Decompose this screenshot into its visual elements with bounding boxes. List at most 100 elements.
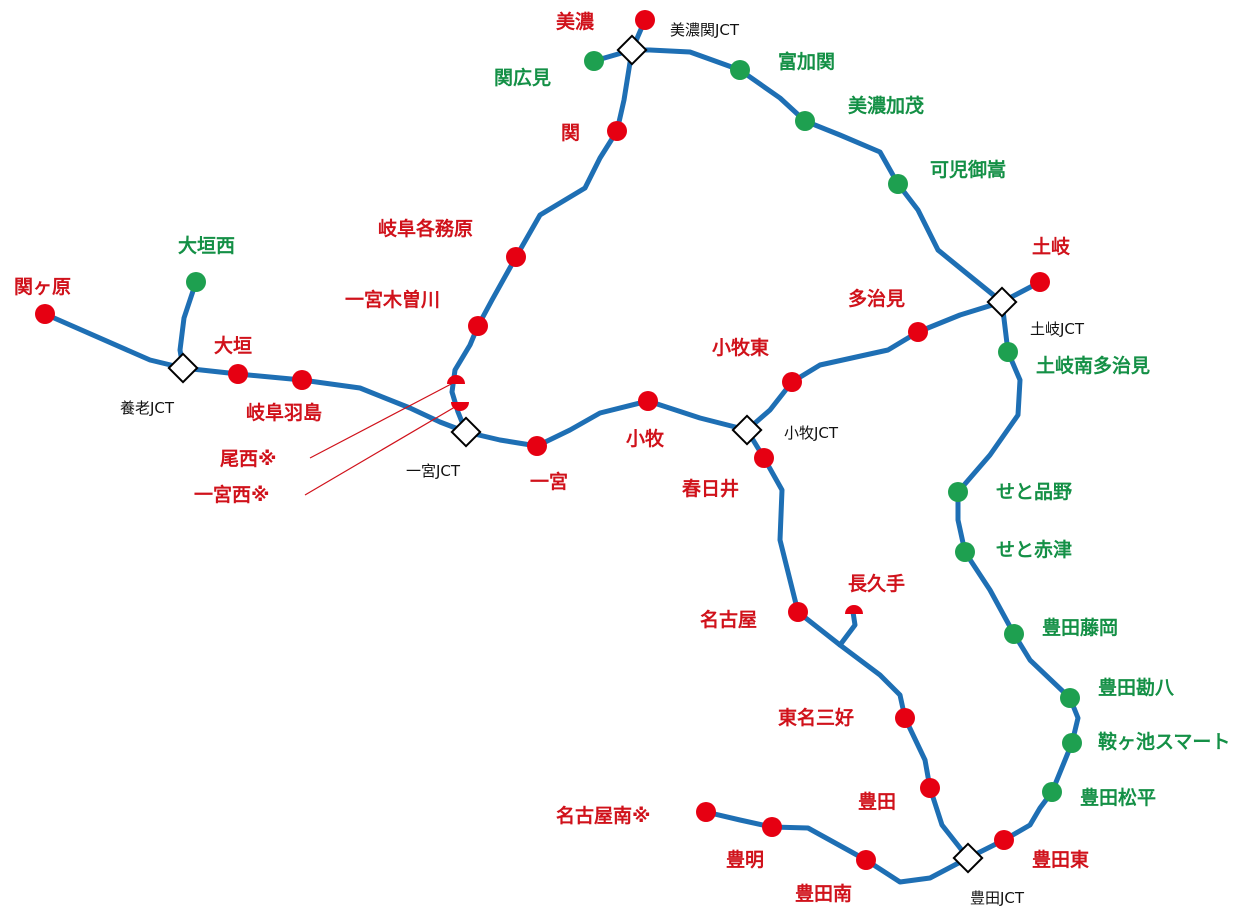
ic-label-toyotaminami: 豊田南 <box>795 882 852 905</box>
ic-label-ogaki: 大垣 <box>214 334 252 357</box>
ic-label-nagoya: 名古屋 <box>700 608 757 631</box>
ic-dot-nagoya <box>788 602 808 622</box>
ic-dot-ogaki <box>228 364 248 384</box>
bisai-marker <box>447 375 465 384</box>
jct-marker-komaki <box>731 414 763 446</box>
ic-dot-komakihigashi <box>782 372 802 392</box>
ic-dot-setoshinano <box>948 482 968 502</box>
ic-dot-toyotahigashi <box>994 830 1014 850</box>
ic-label-ogakinishi: 大垣西 <box>178 234 235 257</box>
ic-dot-tomika <box>730 60 750 80</box>
ic-dot-toyoake <box>762 817 782 837</box>
ic-label-nagakute: 長久手 <box>848 572 905 595</box>
jct-label-ichinomiya: 一宮JCT <box>406 462 461 480</box>
ic-label-tomeimiyoshi: 東名三好 <box>778 706 854 729</box>
ic-label-sekigahara: 関ヶ原 <box>14 276 71 298</box>
ic-label-tomika: 富加関 <box>778 50 835 73</box>
ic-dot-toki <box>1030 272 1050 292</box>
ic-label-toki: 土岐 <box>1032 236 1071 258</box>
callout-ichinomiyanishi <box>304 403 461 496</box>
junction-markers <box>167 34 1018 874</box>
jct-marker-toki <box>986 286 1018 318</box>
ic-dot-kani <box>888 174 908 194</box>
ic-dot-toyotaminami <box>856 850 876 870</box>
ic-label-bisai: 尾西※ <box>220 448 276 470</box>
ic-label-mino: 美濃 <box>556 10 595 33</box>
ic-dot-mino <box>635 10 655 30</box>
jct-marker-yoro <box>167 352 199 384</box>
ic-label-ichinomiyakisogawa: 一宮木曽川 <box>345 288 440 311</box>
ic-dot-gifukakamigahara <box>506 247 526 267</box>
ic-dot-setoakazu <box>955 542 975 562</box>
ic-label-gifuhashima: 岐阜羽島 <box>246 401 322 424</box>
callout-lines <box>304 381 461 496</box>
route-nagakute-spur <box>837 609 858 648</box>
ic-dot-ichinomiya <box>527 436 547 456</box>
jct-label-toki: 土岐JCT <box>1030 320 1085 338</box>
ic-dot-kasugai <box>754 448 774 468</box>
route-isewangan <box>703 809 971 885</box>
ic-dot-kuragaike <box>1062 733 1082 753</box>
ic-label-toyotakanpachi: 豊田勘八 <box>1098 676 1175 699</box>
ic-dot-minokamo <box>795 111 815 131</box>
route-tokai-kanjo-south <box>955 299 1081 861</box>
jct-label-yoro: 養老JCT <box>120 399 175 417</box>
ic-dot-toyotamatsudaira <box>1042 782 1062 802</box>
green-ic-labels: 大垣西 関広見 富加関 美濃加茂 可児御嵩 土岐南多治見 せと品野 せと赤津 豊… <box>178 50 1230 809</box>
ic-label-minokamo: 美濃加茂 <box>848 94 924 117</box>
ic-label-setoshinano: せと品野 <box>996 481 1072 503</box>
ic-label-toyoake: 豊明 <box>726 848 764 871</box>
ic-dot-sekigahara <box>35 304 55 324</box>
red-ic-labels: 関ヶ原 大垣 岐阜羽島 一宮 小牧 春日井 小牧東 多治見 土岐 一宮木曽川 岐… <box>14 10 1089 905</box>
ic-label-gifukakamigahara: 岐阜各務原 <box>378 217 473 240</box>
ic-label-setoakazu: せと赤津 <box>996 538 1072 561</box>
ic-label-ichinomiya: 一宮 <box>530 470 568 493</box>
ichinomiyanishi-marker <box>451 402 469 411</box>
jct-label-minoseki: 美濃関JCT <box>670 21 740 39</box>
green-ic-dots <box>186 51 1082 802</box>
red-ic-dots <box>35 10 1050 870</box>
nagakute-marker <box>845 605 863 614</box>
ic-dot-seki <box>607 121 627 141</box>
ic-dot-tomeimiyoshi <box>895 708 915 728</box>
ic-dot-tajimi <box>908 322 928 342</box>
ic-label-tajimi: 多治見 <box>848 287 905 310</box>
ic-dot-toyotafujioka <box>1004 624 1024 644</box>
ic-label-tokiminamitajimi: 土岐南多治見 <box>1036 354 1150 377</box>
jct-label-komaki: 小牧JCT <box>784 424 839 442</box>
ic-label-kani: 可児御嵩 <box>930 158 1006 181</box>
ic-dot-sekihiromi <box>584 51 604 71</box>
junction-labels: 養老JCT 一宮JCT 小牧JCT 美濃関JCT 土岐JCT 豊田JCT <box>120 21 1085 907</box>
ic-label-komakihigashi: 小牧東 <box>712 336 769 359</box>
route-meishin-east <box>463 398 750 449</box>
ic-dot-toyota <box>920 778 940 798</box>
ic-label-nagoyaminami: 名古屋南※ <box>556 804 650 827</box>
ic-dot-ogakinishi <box>186 272 206 292</box>
jct-marker-ichinomiya <box>450 416 482 448</box>
callout-bisai <box>309 381 456 459</box>
planned-ic-markers <box>447 375 863 614</box>
ic-label-ichinomiyanishi: 一宮西※ <box>194 483 269 506</box>
ic-dot-tokiminamitajimi <box>998 342 1018 362</box>
ic-label-kasugai: 春日井 <box>682 477 739 500</box>
route-tokai-kanjo-west <box>449 47 635 435</box>
ic-dot-ichinomiyakisogawa <box>468 316 488 336</box>
jct-label-toyota: 豊田JCT <box>970 889 1025 907</box>
ic-label-toyotamatsudaira: 豊田松平 <box>1080 786 1156 809</box>
ic-label-toyotahigashi: 豊田東 <box>1032 848 1089 871</box>
route-tokai-kanjo-east <box>629 47 1005 305</box>
jct-marker-minoseki <box>616 34 648 66</box>
ic-label-komaki: 小牧 <box>626 427 665 450</box>
ic-label-toyotafujioka: 豊田藤岡 <box>1042 616 1118 639</box>
ic-dot-nagoyaminami <box>696 802 716 822</box>
ic-dot-toyotakanpachi <box>1060 688 1080 708</box>
route-lines <box>42 17 1081 885</box>
ic-label-toyota: 豊田 <box>858 790 896 813</box>
jct-marker-toyota <box>952 842 984 874</box>
ic-label-sekihiromi: 関広見 <box>494 66 551 89</box>
ic-dot-gifuhashima <box>292 370 312 390</box>
route-chuo <box>744 299 1005 433</box>
ic-label-kuragaike: 鞍ヶ池スマート <box>1098 730 1230 753</box>
